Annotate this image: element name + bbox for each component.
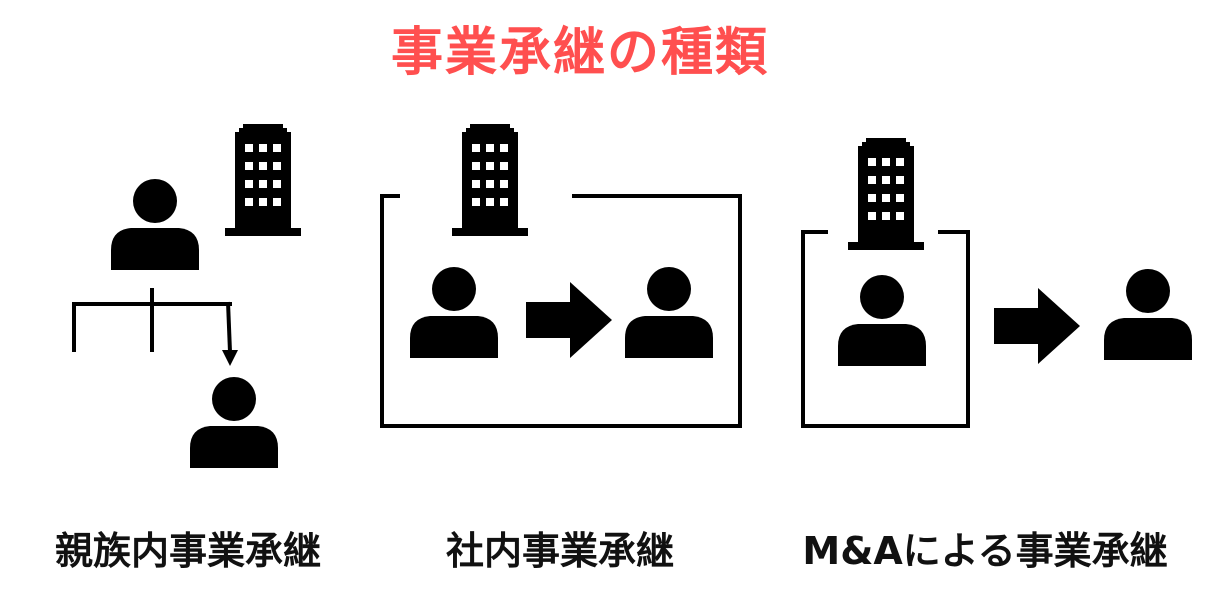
company-frame: [801, 230, 970, 428]
owner-person-icon: [111, 179, 199, 270]
label-internal-succession: 社内事業承継: [445, 529, 674, 573]
predecessor-person-icon: [410, 267, 498, 358]
building-icon: [225, 124, 301, 236]
building-icon: [848, 138, 924, 250]
arrow-down-icon: [222, 350, 238, 366]
owner-person-icon: [838, 275, 926, 366]
company-frame: [380, 194, 742, 428]
successor-person-icon: [625, 267, 713, 358]
label-family-succession: 親族内事業承継: [54, 529, 321, 573]
page-title-text: 事業承継の種類: [390, 23, 769, 83]
acquirer-person-icon: [1104, 269, 1192, 360]
section-family-succession: [72, 124, 301, 468]
section-internal-succession: [380, 124, 742, 428]
section-ma-succession: [801, 138, 1192, 428]
family-tree-icon: [72, 288, 232, 353]
building-icon: [452, 124, 528, 236]
successor-person-icon: [190, 377, 278, 468]
arrow-right-icon: [994, 288, 1080, 364]
page-title: 事業承継の種類: [0, 10, 1222, 86]
arrow-right-icon: [526, 282, 612, 358]
label-ma-succession: M&Aによる事業承継: [802, 529, 1168, 573]
